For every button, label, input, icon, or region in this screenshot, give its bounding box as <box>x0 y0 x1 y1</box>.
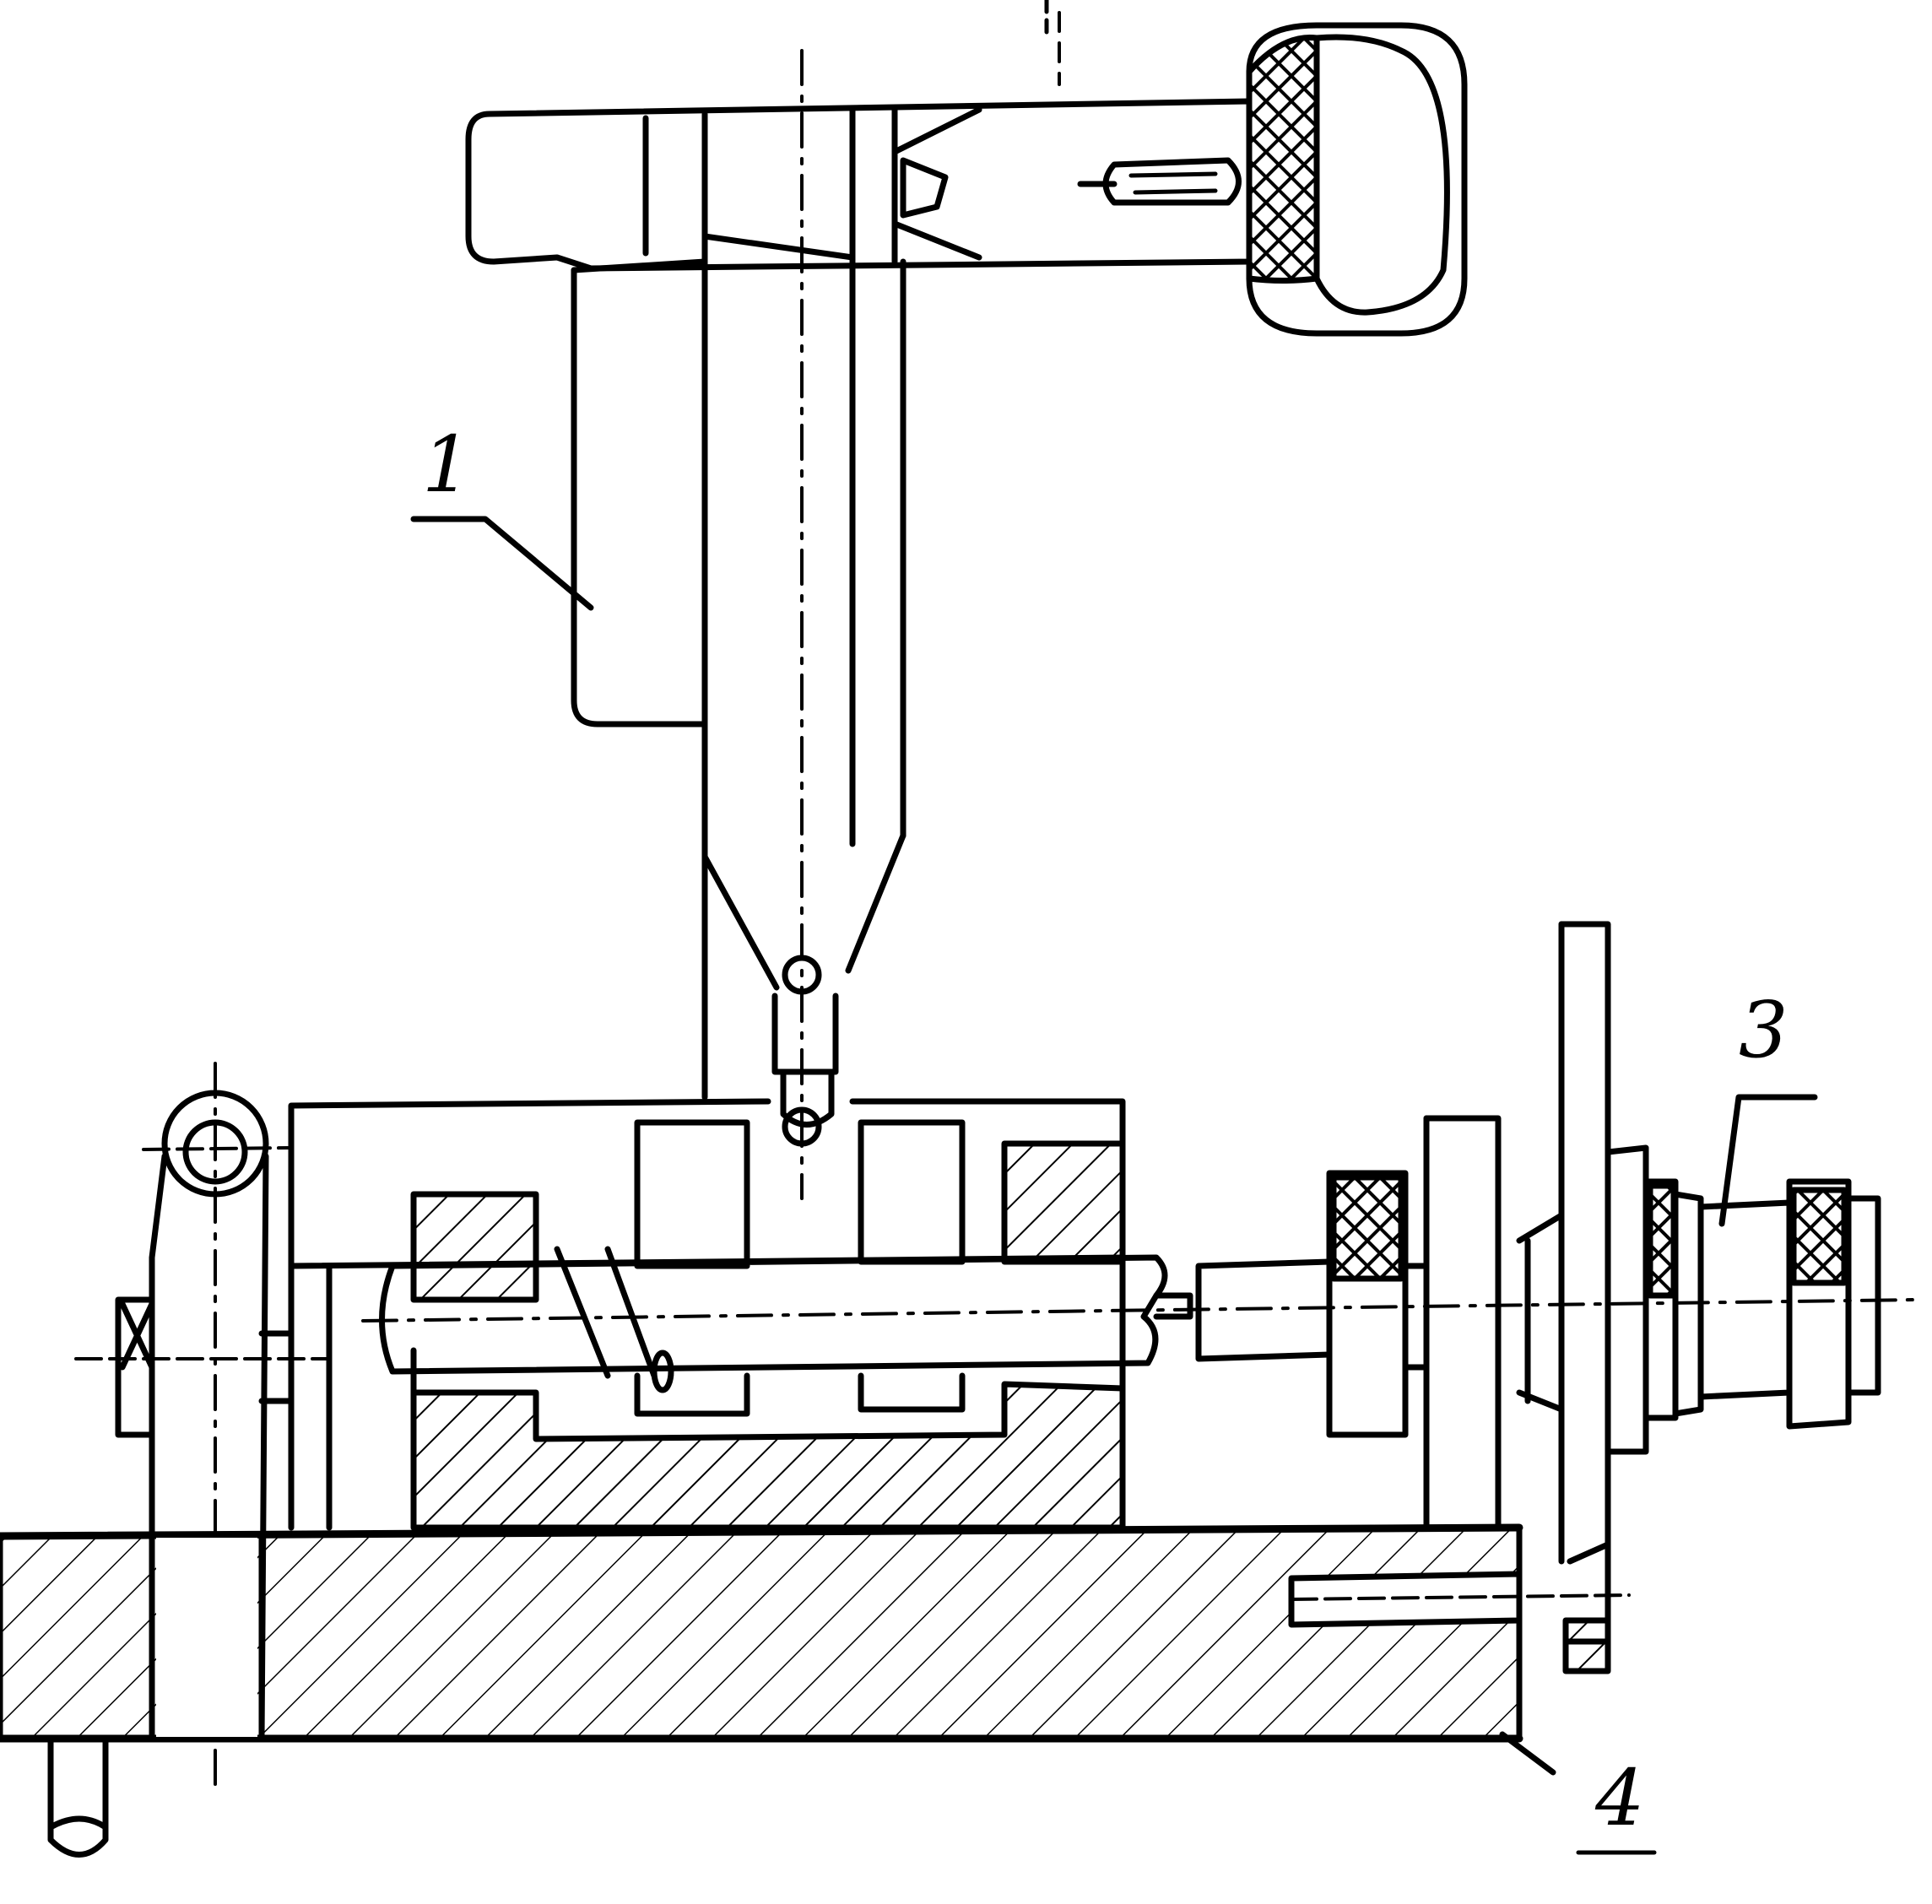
base-plate <box>0 1523 1631 1743</box>
top-handle <box>465 11 1468 337</box>
callout-part-1: 1 <box>422 419 472 510</box>
right-clamp <box>1516 921 1881 1674</box>
vertical-column <box>571 49 906 1200</box>
callout-part-4: 4 <box>1595 1753 1645 1843</box>
leader-lines <box>410 0 1818 1855</box>
callout-part-3: 3 <box>1739 985 1789 1075</box>
horizontal-shaft <box>361 1115 1918 1531</box>
